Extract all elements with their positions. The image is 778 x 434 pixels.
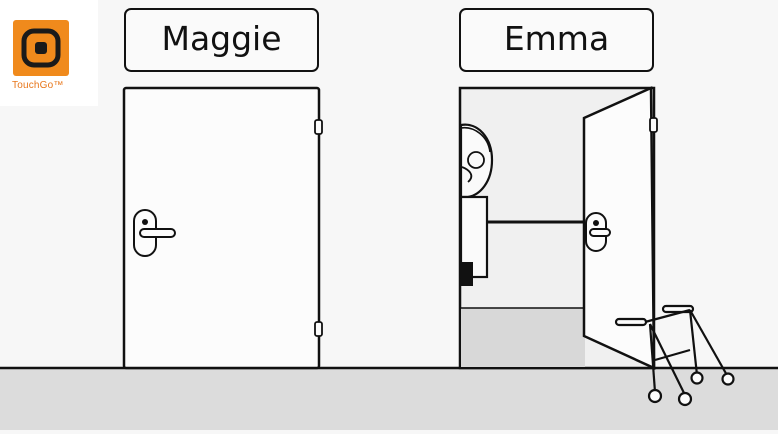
person-peeking-icon xyxy=(459,123,586,286)
door-handle-icon xyxy=(585,212,611,252)
brand-name: TouchGo™ xyxy=(12,80,64,91)
name-plate-maggie: Maggie xyxy=(124,8,319,72)
hinge-icon xyxy=(314,119,323,135)
walker-icon xyxy=(614,304,735,407)
floor xyxy=(0,368,778,430)
hinge-icon xyxy=(649,117,658,133)
name-plate-emma: Emma xyxy=(459,8,654,72)
hinge-icon xyxy=(314,321,323,337)
door-maggie[interactable] xyxy=(122,86,323,370)
touchgo-logo-icon xyxy=(13,20,69,76)
door-handle-icon xyxy=(133,209,176,257)
touchgo-logo[interactable]: TouchGo™ xyxy=(0,0,98,106)
